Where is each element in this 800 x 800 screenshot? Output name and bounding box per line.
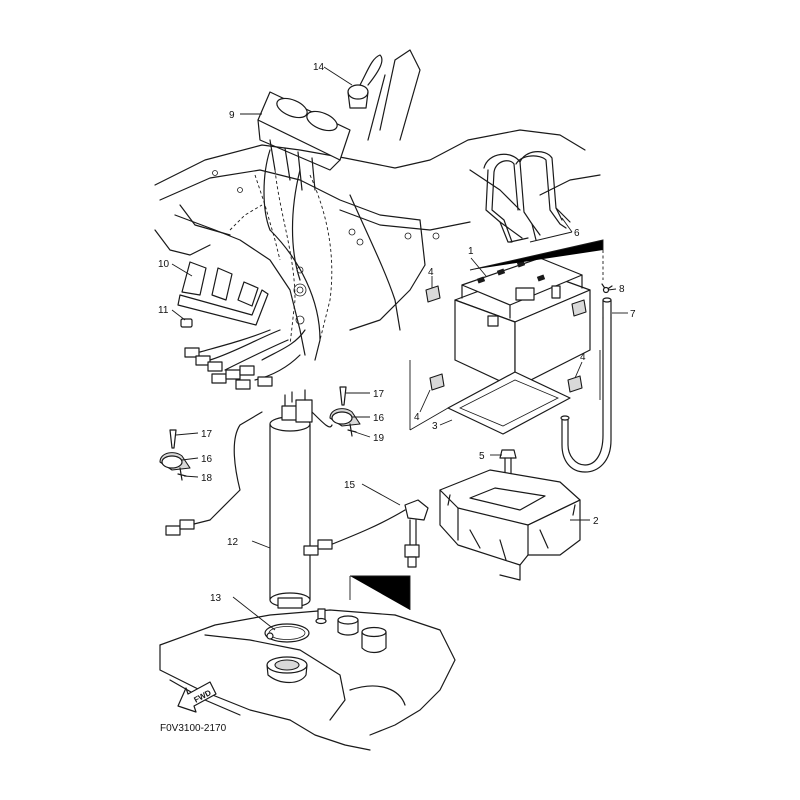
part-5-bolt [499,449,517,476]
callout-11: 11 [158,305,169,316]
callout-19: 19 [373,433,385,444]
callout-13: 13 [210,593,222,604]
callout-4b: 4 [580,352,586,363]
callout-16b: 16 [373,413,385,424]
part-10-bracket [177,261,269,326]
forward-arrow-icon: FWD [177,681,217,713]
hull-deck-upper [154,49,601,361]
callout-7: 7 [630,309,636,320]
callout-5: 5 [479,451,485,462]
callout-8: 8 [619,284,625,295]
callout-4a: 4 [428,267,434,278]
diagram-code: F0V3100-2170 [160,723,227,734]
part-12-fuel-sender [165,389,333,609]
part-13-clamp-ring [264,623,310,643]
wire-harness-left [184,329,306,390]
battery-group-frame [469,239,604,271]
battery-group-frame-lines [409,350,601,431]
callout-10: 10 [158,259,170,270]
callout-16a: 16 [201,454,213,465]
part-1-battery [454,257,591,389]
callout-3: 3 [432,421,438,432]
callout-17b: 17 [373,389,385,400]
part-4-pads [425,285,587,393]
part-2-battery-box [439,469,581,581]
callout-2: 2 [593,516,599,527]
callout-6: 6 [574,228,580,239]
callout-15: 15 [344,480,356,491]
part-8-fitting [601,283,613,294]
clamp-middle [329,386,361,437]
callout-leaders [171,66,628,631]
part-3-tray-pad [447,371,571,435]
callout-12: 12 [227,537,239,548]
callout-9: 9 [229,110,235,121]
tank-fittings [315,575,411,654]
part-14-grommet [347,54,383,109]
part-11-clip [180,318,193,328]
part-15-sensor [303,499,429,568]
callout-4c: 4 [414,412,420,423]
callout-18: 18 [201,473,213,484]
part-9-meter-housing [257,91,351,281]
part-7-vent-tube [560,297,612,473]
callout-17a: 17 [201,429,213,440]
clamp-left [159,429,191,481]
callout-numbers: 1 2 3 4 4 4 4 5 6 7 8 9 10 11 12 13 14 1… [158,62,636,604]
part-6-battery-straps [483,151,571,243]
callout-1: 1 [468,246,474,257]
callout-14: 14 [313,62,325,73]
